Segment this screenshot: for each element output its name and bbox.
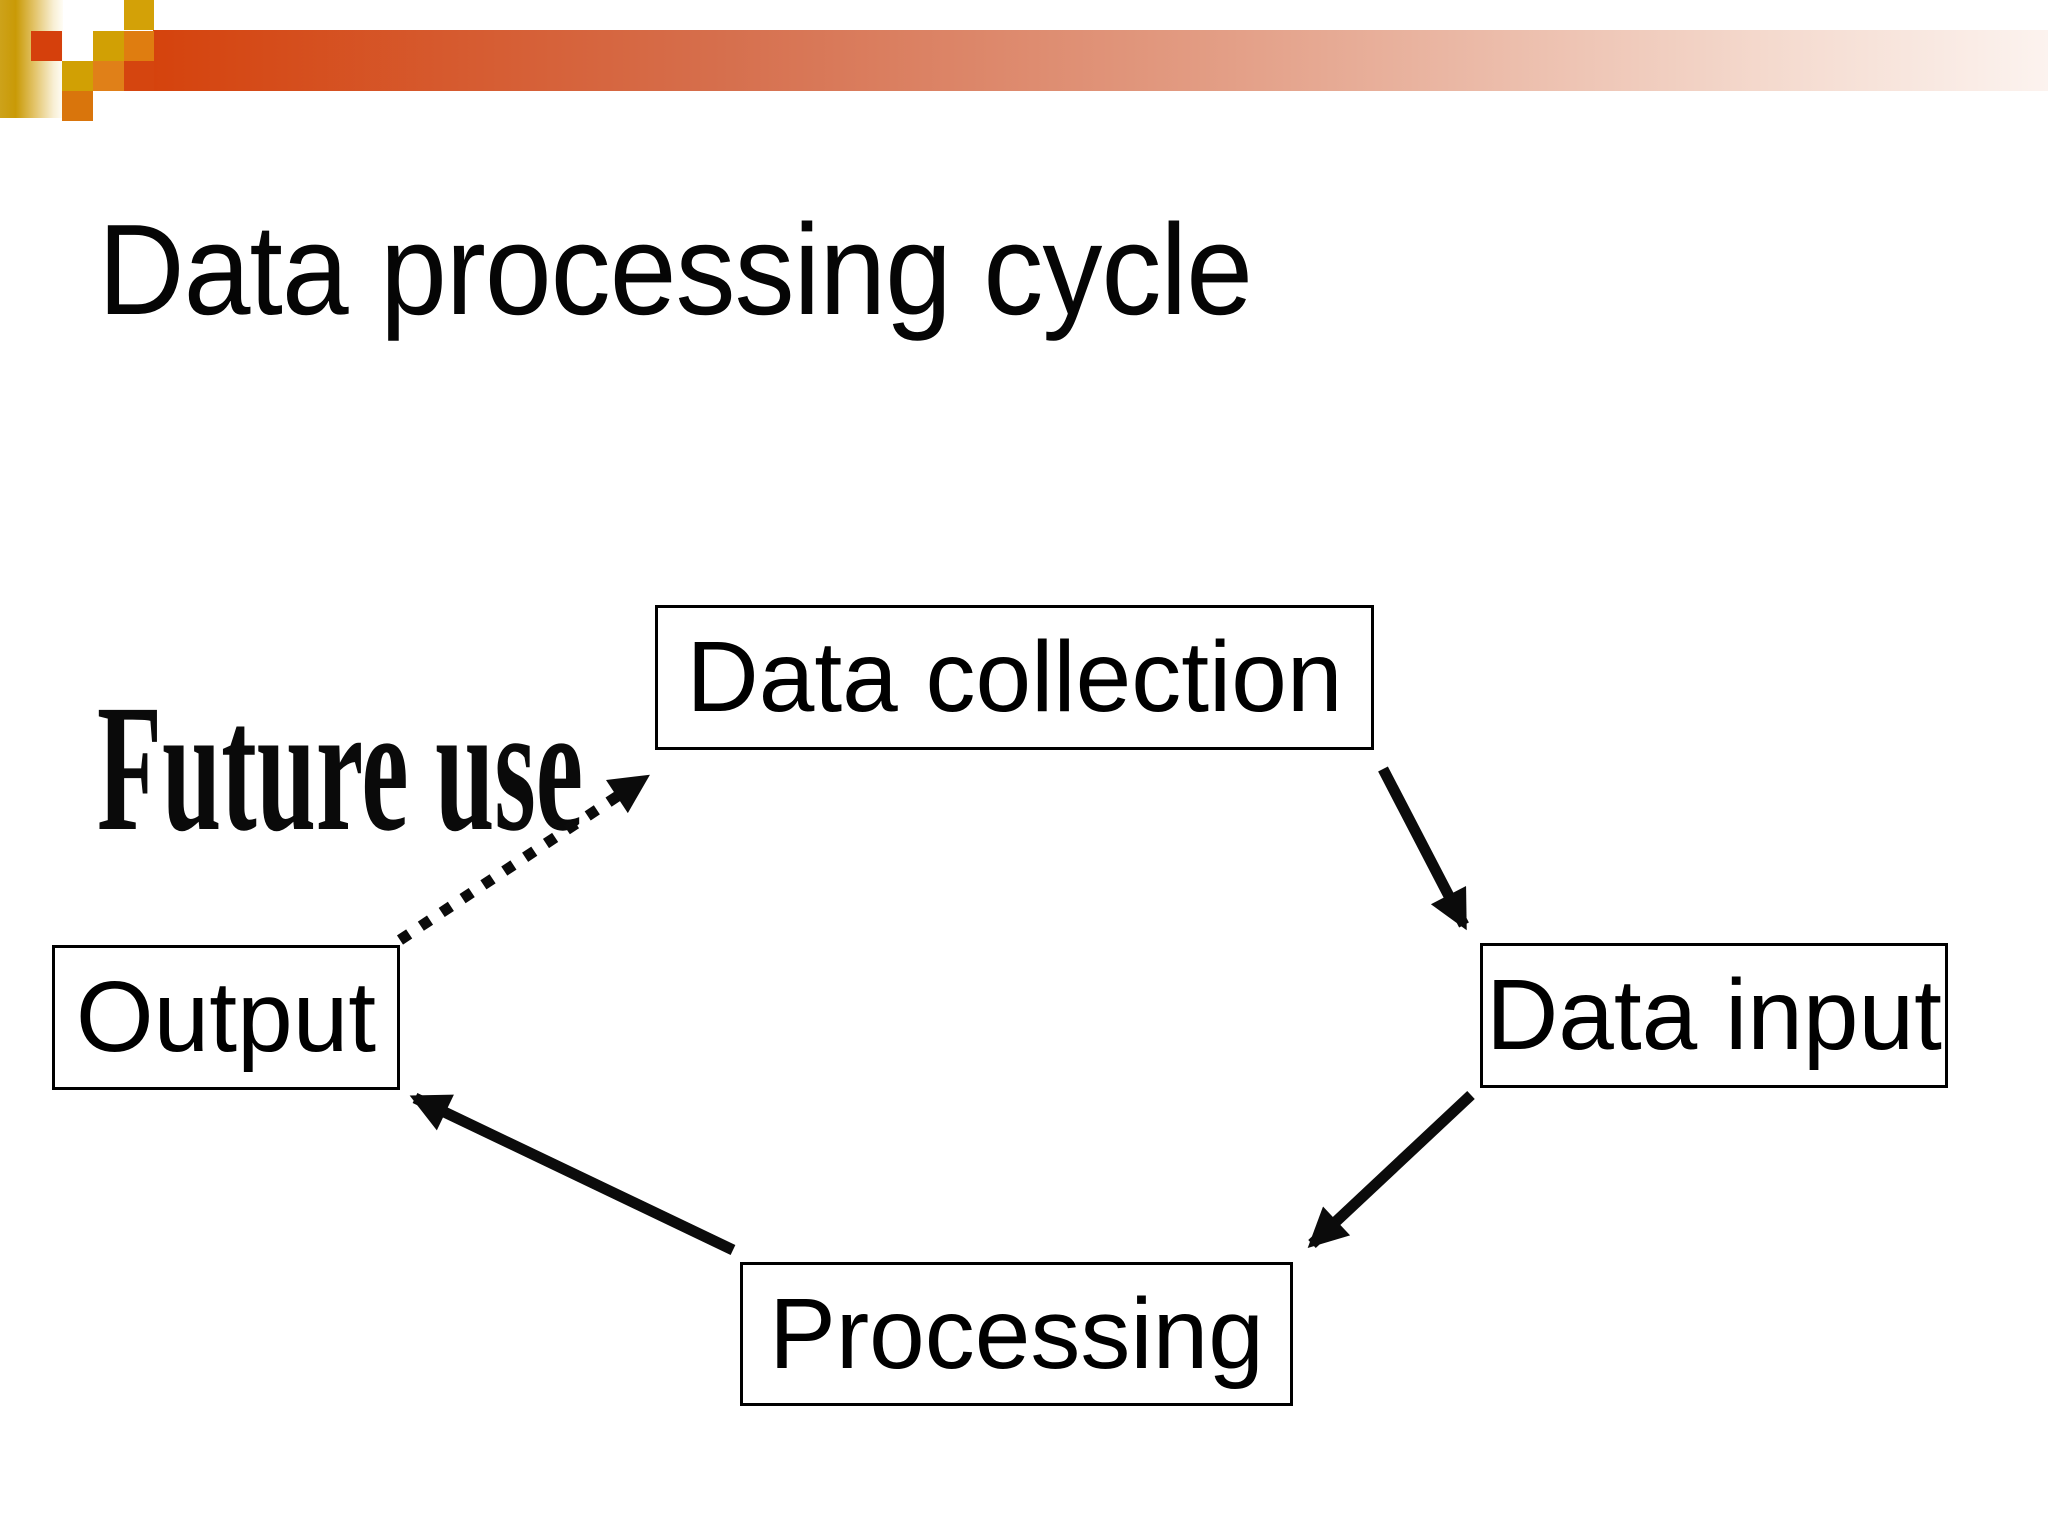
banner-horizontal-gradient-bar [153,30,2048,91]
node-data-collection-label: Data collection [686,621,1343,733]
node-processing: Processing [740,1262,1293,1406]
node-output: Output [52,945,400,1090]
banner-decor-square [62,91,93,121]
banner-decor-square [124,61,154,91]
banner-decor-square [93,61,124,91]
node-data-collection: Data collection [655,605,1374,750]
banner-decor-square [62,61,93,91]
arrow-processing-to-output [409,1093,736,1255]
future-use-annotation: Future use [97,668,584,869]
node-data-input-label: Data input [1486,959,1942,1071]
banner-decor-square [124,31,154,61]
node-processing-label: Processing [769,1277,1264,1390]
banner-decor-square [93,31,124,61]
arrow-input-to-processing [1307,1090,1475,1249]
node-output-label: Output [75,961,377,1073]
banner-decor-square [124,0,154,30]
slide-title: Data processing cycle [98,198,1253,342]
arrow-collection-to-input [1378,766,1469,931]
banner-decor-square [31,31,62,61]
node-data-input: Data input [1480,943,1948,1088]
